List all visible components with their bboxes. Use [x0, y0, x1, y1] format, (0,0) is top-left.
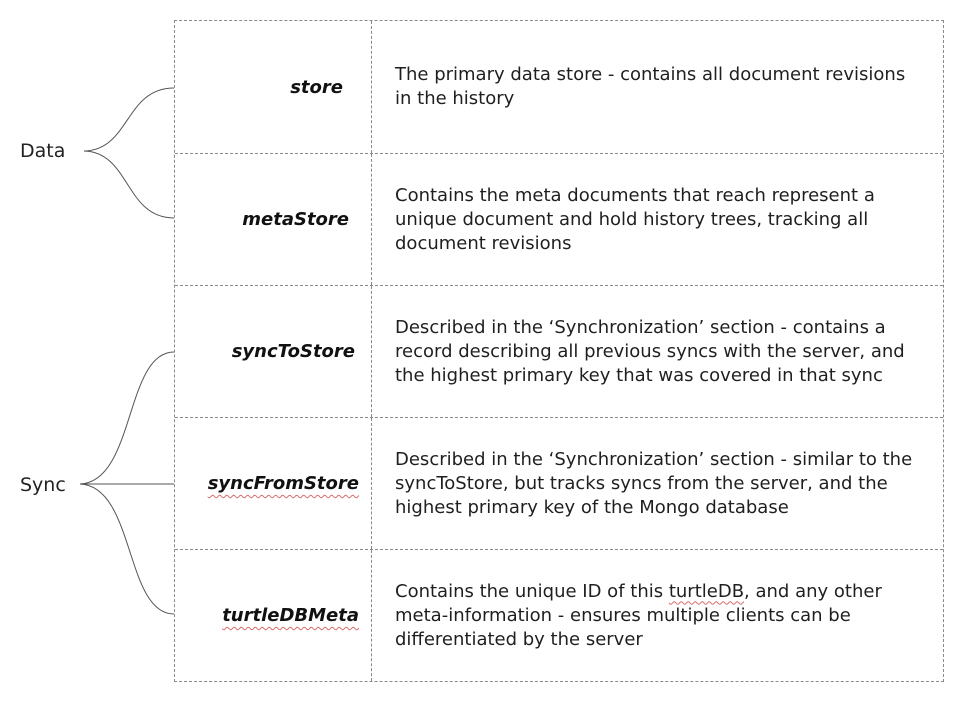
table-row-turtledbmeta: turtleDBMeta Contains the unique ID of t…: [175, 549, 943, 681]
table-row-syncfromstore: syncFromStore Described in the ‘Synchron…: [175, 417, 943, 549]
turtledbmeta-name: turtleDBMeta: [222, 605, 359, 626]
data-connector-store: [83, 87, 175, 152]
store-table: store The primary data store - contains …: [174, 20, 944, 682]
sync-connector-synctostore: [79, 351, 175, 485]
data-connector-metastore: [83, 150, 175, 219]
table-row-synctostore: syncToStore Described in the ‘Synchroniz…: [175, 285, 943, 417]
table-row-metastore: metaStore Contains the meta documents th…: [175, 153, 943, 285]
turtledbmeta-description: Contains the unique ID of this turtleDB,…: [395, 580, 925, 652]
metastore-description: Contains the meta documents that reach r…: [395, 184, 875, 254]
table-row-store: store The primary data store - contains …: [175, 21, 943, 153]
turtledbmeta-description-part2: , and any other meta-information - ensur…: [395, 580, 882, 650]
sync-connector-turtledbmeta: [79, 483, 175, 615]
turtledb-word: turtleDB: [668, 580, 745, 602]
metastore-name: metaStore: [242, 209, 349, 230]
store-description: The primary data store - contains all do…: [395, 64, 906, 109]
synctostore-name: syncToStore: [231, 341, 355, 362]
store-name: store: [290, 76, 343, 98]
group-label-data: Data: [20, 140, 66, 162]
synctostore-description: Described in the ‘Synchronization’ secti…: [395, 316, 905, 386]
syncfromstore-description: Described in the ‘Synchronization’ secti…: [395, 448, 913, 518]
group-label-sync: Sync: [20, 474, 66, 496]
syncfromstore-name: syncFromStore: [207, 473, 359, 494]
turtledbmeta-description-part1: Contains the unique ID of this: [395, 580, 669, 602]
